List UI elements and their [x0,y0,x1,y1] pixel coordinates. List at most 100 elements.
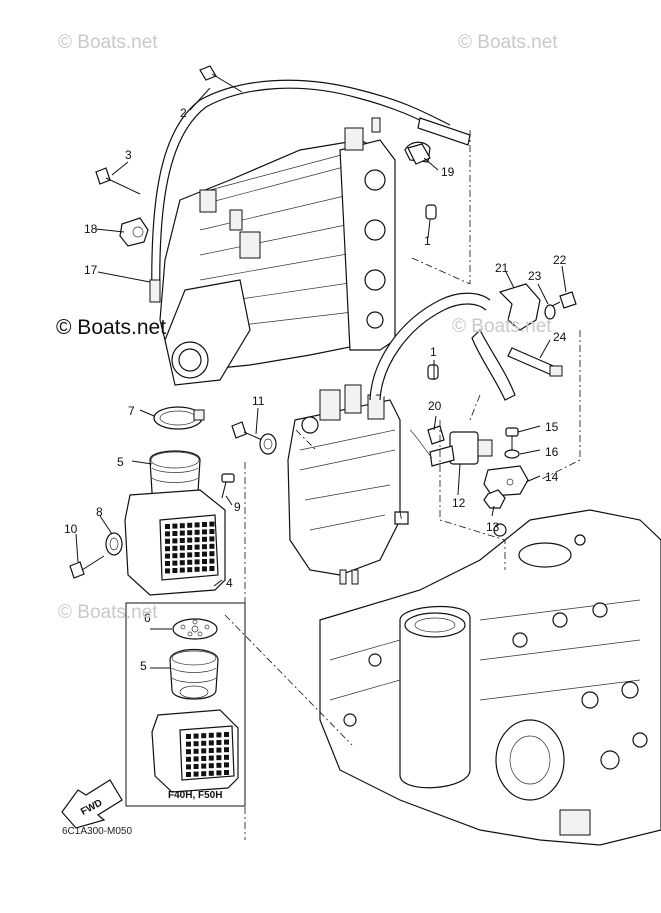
fwd-arrow-icon [61,779,123,829]
grid-cell [201,763,207,769]
callout-5-inset: 5 [140,659,147,673]
callout-16: 16 [545,445,559,459]
grid-cell [201,740,207,746]
inset-label: F40H, F50H [168,790,222,801]
grid-cell [165,553,170,559]
callout-4: 4 [226,576,233,590]
callout-21: 21 [495,261,509,275]
grid-cell [193,748,199,754]
grid-cell [202,551,207,557]
grid-cell [194,544,200,550]
grid-cell [224,732,229,737]
inset-box [125,602,246,807]
grid-cell [202,544,207,550]
grid-cell [179,523,185,529]
grid-cell [186,741,191,747]
bolt-10 [69,555,105,579]
callout-9: 9 [234,500,241,514]
grid-cell [224,739,229,745]
watermark-mid-right: © Boats.net [452,316,552,337]
grid-cell [194,529,200,535]
grid-cell [216,770,222,776]
grid-cell [186,764,191,770]
callout-8: 8 [96,505,103,519]
silencer-4-grid [165,521,215,574]
grid-cell [209,529,215,534]
grid-cell [172,560,178,566]
callout-3: 3 [125,148,132,162]
grid-cell [187,530,193,536]
grid-cell [216,755,222,761]
grid-cell [208,740,214,746]
bolt-22 [551,291,577,309]
bolt-3 [95,167,141,195]
callout-22: 22 [553,253,567,267]
grid-cell [187,559,193,565]
grid-cell [179,560,185,566]
grid-cell [193,733,199,739]
grid-cell [165,531,170,537]
callout-24: 24 [553,330,567,344]
grid-cell [172,553,178,559]
bolt-2 [199,65,243,93]
grid-cell [209,566,215,571]
clip-18 [119,217,149,247]
leader-lines [75,87,567,587]
washer-16 [504,449,520,459]
clamp-7 [153,406,205,430]
cable-tie-24 [507,347,563,377]
grid-cell [187,552,193,558]
grid-cell [208,755,214,761]
grid-cell [187,545,193,550]
grid-cell [202,559,207,564]
grid-cell [216,740,222,745]
grid-cell [179,530,185,536]
clip-20 [427,425,445,445]
solenoid-12 [409,429,493,467]
plate-6 [172,618,218,640]
grid-cell [208,763,214,769]
grid-cell [172,523,178,529]
callout-17: 17 [84,263,98,277]
callout-19: 19 [441,165,455,179]
callout-12: 12 [452,496,466,510]
grid-cell [224,754,229,760]
grid-cell [216,747,222,753]
watermark-top-right: © Boats.net [458,32,558,53]
grid-cell [194,559,200,565]
grid-cell [165,524,170,529]
grid-cell [193,764,199,769]
grid-cell [172,568,178,573]
grid-cell [202,566,207,572]
grid-cell [165,561,170,566]
grid-cell [193,771,199,777]
bolt-11 [231,421,263,441]
vapor-separator [287,384,409,585]
grid-cell [209,536,215,542]
silencer-inset-grid [186,732,229,777]
grid-cell [201,771,207,777]
diagram-code: 6C1A300-M050 [62,826,132,837]
grid-cell [209,521,215,527]
grid-cell [194,537,200,543]
grid-cell [186,734,191,739]
grid-cell [216,732,222,738]
screw-9 [221,473,235,499]
grid-cell [187,522,193,528]
watermark-main: © Boats.net [56,316,167,339]
grid-cell [172,531,178,536]
callout-5: 5 [117,455,124,469]
grid-cell [201,733,207,739]
grid-cell [201,748,207,754]
watermark-mid-left: © Boats.net [58,602,158,623]
grid-cell [179,545,185,551]
callout-2: 2 [180,106,187,120]
grid-cell [194,522,200,528]
grid-cell [187,567,193,573]
callout-13: 13 [486,520,500,534]
pin-1-lower [427,364,439,380]
grid-cell [201,756,207,761]
grid-cell [186,749,191,755]
callout-20: 20 [428,399,442,413]
